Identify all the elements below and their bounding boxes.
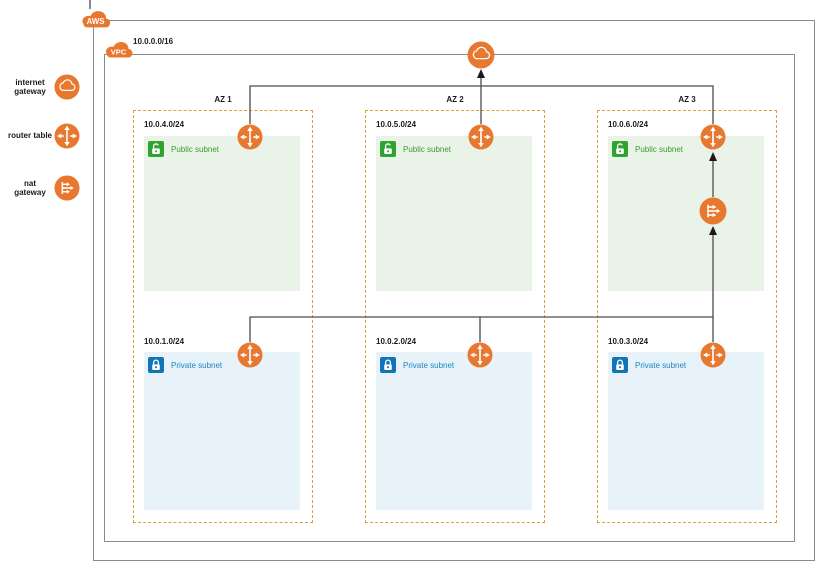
router-table-private-az2-icon	[467, 342, 493, 368]
public-subnet-lock-icon	[380, 141, 396, 157]
subnet-label: Public subnet	[635, 144, 684, 154]
aws-cloud-badge: AWS	[82, 11, 111, 28]
router-table-public-az3-icon	[700, 124, 726, 150]
public-subnet-cidr: 10.0.4.0/24	[144, 120, 185, 129]
private-subnet-cidr: 10.0.2.0/24	[376, 337, 417, 346]
aws-badge-label: AWS	[87, 17, 105, 26]
az-label: AZ 1	[214, 95, 232, 104]
router-table-public-az2-icon	[468, 124, 494, 150]
legend-label: nat gateway	[14, 178, 46, 198]
availability-zone-3: AZ 3 10.0.6.0/24 Public subnet 10.0.3.0/…	[597, 95, 777, 523]
private-subnet-cidr: 10.0.1.0/24	[144, 337, 185, 346]
internet-gateway-icon	[54, 74, 80, 100]
public-subnet: Public subnet	[144, 136, 300, 291]
legend-label: router table	[8, 131, 53, 141]
vpc-cloud-badge: VPC	[106, 42, 133, 58]
az-label: AZ 3	[678, 95, 696, 104]
private-subnet-lock-icon	[148, 357, 164, 373]
legend-item-router-table: router table	[8, 123, 80, 149]
router-table-private-az3-icon	[700, 342, 726, 368]
router-table-private-az1-icon	[237, 342, 263, 368]
public-subnet: Public subnet	[608, 136, 764, 291]
router-table-public-az1-icon	[237, 124, 263, 150]
private-subnet: Private subnet	[376, 352, 532, 510]
vpc-badge-label: VPC	[111, 48, 127, 57]
nat-gateway-icon	[54, 175, 80, 201]
public-subnet-lock-icon	[612, 141, 628, 157]
router-table-icon	[54, 123, 80, 149]
subnet-label: Public subnet	[403, 144, 452, 154]
legend-item-internet-gateway: internet gateway	[8, 74, 80, 100]
public-subnet: Public subnet	[376, 136, 532, 291]
legend-label: internet gateway	[14, 77, 46, 97]
subnet-label: Private subnet	[403, 360, 455, 370]
private-subnet: Private subnet	[144, 352, 300, 510]
az-label: AZ 2	[446, 95, 464, 104]
public-subnet-cidr: 10.0.6.0/24	[608, 120, 649, 129]
availability-zone-2: AZ 2 10.0.5.0/24 Public subnet 10.0.2.0/…	[365, 95, 545, 523]
legend-item-nat-gateway: nat gateway	[8, 175, 80, 201]
aws-cloud-boundary	[93, 20, 815, 561]
subnet-label: Private subnet	[171, 360, 223, 370]
private-subnet-lock-icon	[612, 357, 628, 373]
nat-gateway-icon	[699, 197, 727, 225]
vpc-boundary	[104, 54, 795, 542]
private-subnet-lock-icon	[380, 357, 396, 373]
private-subnet: Private subnet	[608, 352, 764, 510]
private-subnet-cidr: 10.0.3.0/24	[608, 337, 649, 346]
public-subnet-lock-icon	[148, 141, 164, 157]
availability-zone-1: AZ 1 10.0.4.0/24 Public subnet 10.0.1.0/…	[133, 95, 313, 523]
internet-gateway-icon	[467, 41, 495, 69]
subnet-label: Private subnet	[635, 360, 687, 370]
vpc-cidr-label: 10.0.0.0/16	[133, 37, 174, 46]
subnet-label: Public subnet	[171, 144, 220, 154]
public-subnet-cidr: 10.0.5.0/24	[376, 120, 417, 129]
